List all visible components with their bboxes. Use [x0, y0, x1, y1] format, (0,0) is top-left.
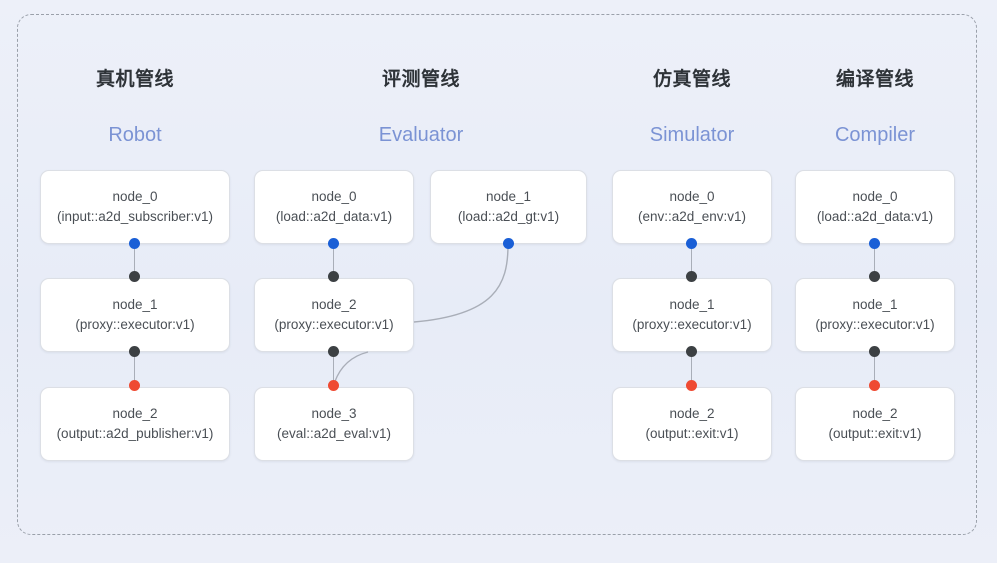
- node-label-name: node_2: [311, 297, 357, 313]
- column-subtitle-simulator: Simulator: [649, 124, 735, 146]
- node-label-kind: (load::a2d_data:v1): [275, 209, 393, 224]
- node-label-name: node_3: [311, 406, 357, 422]
- node-evaluator-3[interactable]: node_3 (eval::a2d_eval:v1): [254, 387, 414, 461]
- node-label-name: node_1: [112, 297, 158, 313]
- node-compiler-2[interactable]: node_2 (output::exit:v1): [795, 387, 955, 461]
- port-input-robot-2[interactable]: [129, 380, 140, 391]
- column-subtitle-evaluator: Evaluator: [378, 124, 464, 146]
- column-title-simulator: 仿真管线: [652, 69, 731, 90]
- node-label-name: node_1: [485, 189, 532, 205]
- node-label-kind: (output::exit:v1): [645, 426, 739, 441]
- port-output-compiler-1[interactable]: [869, 346, 880, 357]
- node-simulator-0[interactable]: node_0 (env::a2d_env:v1): [612, 170, 772, 244]
- node-label-kind: (env::a2d_env:v1): [637, 209, 747, 224]
- node-simulator-2[interactable]: node_2 (output::exit:v1): [612, 387, 772, 461]
- node-label-kind: (load::a2d_data:v1): [816, 209, 934, 224]
- port-output-compiler-0[interactable]: [869, 238, 880, 249]
- node-label-kind: (output::a2d_publisher:v1): [56, 426, 214, 441]
- port-output-evaluator-2[interactable]: [328, 346, 339, 357]
- port-input-compiler-1[interactable]: [869, 271, 880, 282]
- node-robot-2[interactable]: node_2 (output::a2d_publisher:v1): [40, 387, 230, 461]
- node-label-kind: (proxy::executor:v1): [75, 317, 195, 332]
- column-title-robot: 真机管线: [95, 69, 174, 90]
- node-compiler-0[interactable]: node_0 (load::a2d_data:v1): [795, 170, 955, 244]
- port-input-evaluator-3[interactable]: [328, 380, 339, 391]
- column-title-compiler: 编译管线: [835, 69, 914, 90]
- node-evaluator-1[interactable]: node_1 (load::a2d_gt:v1): [430, 170, 587, 244]
- node-label-name: node_1: [852, 297, 898, 313]
- port-input-simulator-2[interactable]: [686, 380, 697, 391]
- node-label-name: node_0: [669, 189, 715, 205]
- dashed-container-frame: [17, 14, 977, 535]
- node-label-kind: (proxy::executor:v1): [815, 317, 935, 332]
- node-robot-0[interactable]: node_0 (input::a2d_subscriber:v1): [40, 170, 230, 244]
- port-input-compiler-2[interactable]: [869, 380, 880, 391]
- port-output-evaluator-0[interactable]: [328, 238, 339, 249]
- node-label-name: node_0: [112, 189, 158, 205]
- node-label-kind: (output::exit:v1): [828, 426, 922, 441]
- column-subtitle-robot: Robot: [108, 124, 162, 146]
- port-input-robot-1[interactable]: [129, 271, 140, 282]
- node-label-kind: (eval::a2d_eval:v1): [276, 426, 392, 441]
- node-robot-1[interactable]: node_1 (proxy::executor:v1): [40, 278, 230, 352]
- node-evaluator-0[interactable]: node_0 (load::a2d_data:v1): [254, 170, 414, 244]
- node-label-name: node_2: [669, 406, 715, 422]
- node-label-name: node_1: [669, 297, 715, 313]
- node-label-name: node_2: [112, 406, 158, 422]
- port-output-simulator-0[interactable]: [686, 238, 697, 249]
- port-output-robot-0[interactable]: [129, 238, 140, 249]
- column-title-evaluator: 评测管线: [381, 69, 460, 90]
- port-output-evaluator-1[interactable]: [503, 238, 514, 249]
- node-label-kind: (proxy::executor:v1): [274, 317, 394, 332]
- node-label-kind: (proxy::executor:v1): [632, 317, 752, 332]
- column-subtitle-compiler: Compiler: [834, 124, 916, 146]
- node-simulator-1[interactable]: node_1 (proxy::executor:v1): [612, 278, 772, 352]
- node-label-kind: (load::a2d_gt:v1): [457, 209, 560, 224]
- node-label-kind: (input::a2d_subscriber:v1): [56, 209, 214, 224]
- node-label-name: node_2: [852, 406, 898, 422]
- node-evaluator-2[interactable]: node_2 (proxy::executor:v1): [254, 278, 414, 352]
- node-label-name: node_0: [852, 189, 898, 205]
- port-input-simulator-1[interactable]: [686, 271, 697, 282]
- port-input-evaluator-2[interactable]: [328, 271, 339, 282]
- node-compiler-1[interactable]: node_1 (proxy::executor:v1): [795, 278, 955, 352]
- port-output-robot-1[interactable]: [129, 346, 140, 357]
- port-output-simulator-1[interactable]: [686, 346, 697, 357]
- node-label-name: node_0: [311, 189, 357, 205]
